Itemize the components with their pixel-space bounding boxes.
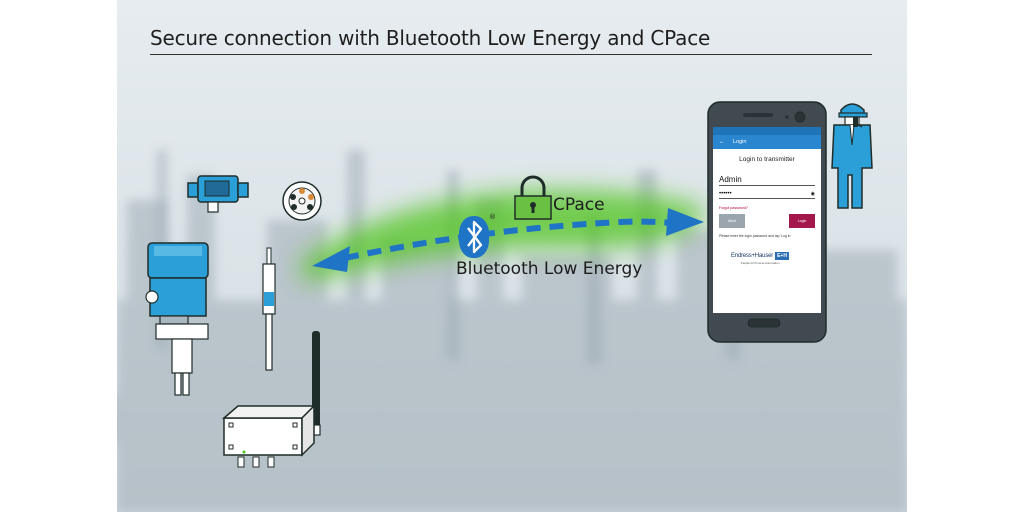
registered-mark: ®	[489, 213, 496, 221]
brand-tagline: People for Process Automation	[741, 261, 780, 265]
app-bar: ← Login	[713, 135, 821, 149]
login-button[interactable]: Login	[789, 214, 815, 228]
back-arrow-icon[interactable]: ←	[719, 139, 725, 145]
login-hint-text: Please enter the login password and tap …	[719, 234, 791, 238]
eye-icon[interactable]: ◉	[810, 191, 815, 197]
ble-label: Bluetooth Low Energy	[456, 259, 643, 279]
flowmeter-device-icon	[187, 175, 249, 213]
wireless-adapter-device-icon	[221, 331, 321, 468]
login-heading: Login to transmitter	[739, 156, 795, 163]
abort-button[interactable]: Abort	[719, 214, 745, 228]
secure-channel-glow	[300, 190, 705, 282]
arrowhead-left	[312, 246, 350, 272]
bluetooth-icon	[459, 216, 489, 258]
password-field[interactable]: •••••• ◉	[719, 191, 815, 199]
padlock-icon	[514, 175, 552, 220]
arrowhead-right	[666, 208, 704, 236]
username-field[interactable]: Admin	[719, 175, 815, 186]
app-bar-title: Login	[733, 139, 747, 145]
title-underline	[150, 54, 872, 55]
phone-screen: ← Login Login to transmitter Admin •••••…	[713, 127, 821, 313]
round-transmitter-icon	[282, 181, 322, 221]
status-bar	[713, 127, 821, 135]
password-mask: ••••••	[719, 191, 732, 197]
cpace-label: CPace	[553, 195, 605, 215]
login-buttons: Abort Login	[719, 214, 815, 228]
probe-sensor-icon	[262, 247, 276, 371]
brand-mark: E+H	[775, 252, 789, 260]
level-switch-device-icon	[145, 242, 209, 396]
brand-logo: Endress+Hauser E+H	[731, 252, 821, 260]
brand-name: Endress+Hauser	[731, 253, 774, 259]
page-title: Secure connection with Bluetooth Low Ene…	[150, 26, 711, 50]
forgot-password-link[interactable]: Forgot password?	[719, 206, 748, 210]
connection-arrow-line	[344, 218, 673, 261]
